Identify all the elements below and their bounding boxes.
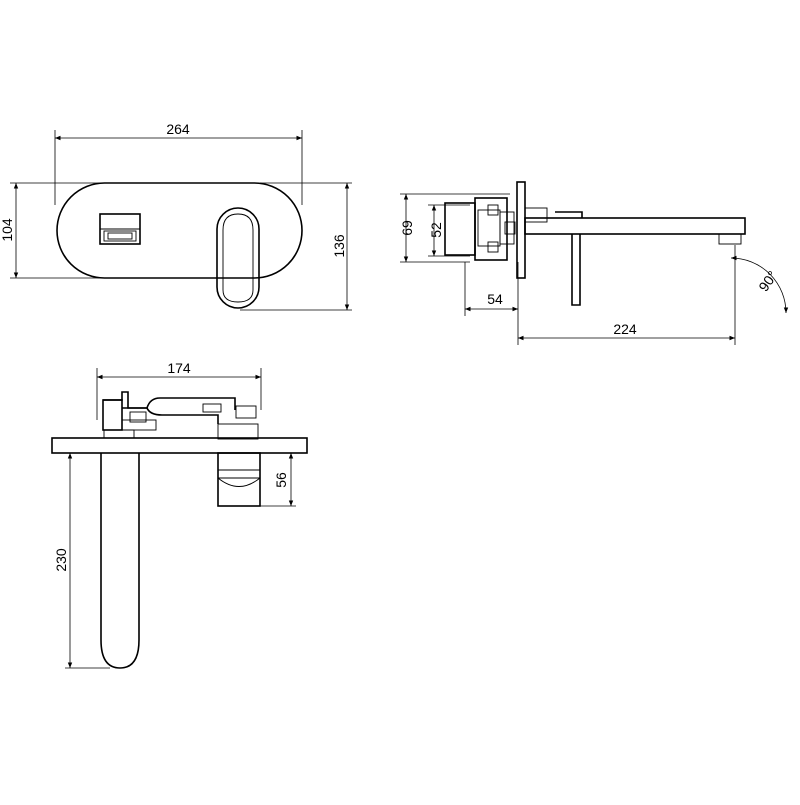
front-view: 264 104 136 <box>0 121 352 311</box>
plan-valve-body <box>102 391 259 440</box>
front-width-label: 264 <box>166 121 190 137</box>
side-body-height-label: 69 <box>399 220 415 236</box>
side-spout <box>524 207 746 245</box>
side-depth-label: 54 <box>487 291 503 307</box>
front-plate-height-label: 104 <box>0 218 15 242</box>
side-reach-label: 224 <box>613 321 637 337</box>
side-angle-label: 90° <box>755 268 780 295</box>
plan-plate <box>51 437 308 454</box>
plan-cartridge <box>217 452 261 507</box>
side-handle <box>555 211 583 306</box>
side-inner-height-label: 52 <box>428 222 444 238</box>
side-view: 69 52 54 224 90° <box>399 181 789 345</box>
front-outlet <box>99 213 141 245</box>
angle-arc <box>730 255 789 314</box>
plan-spout-length-label: 230 <box>53 548 69 572</box>
front-handle <box>216 207 260 309</box>
plan-width-label: 174 <box>167 360 191 376</box>
front-overall-height-label: 136 <box>331 234 347 258</box>
plan-spout <box>100 453 140 669</box>
side-valve-body <box>444 197 516 261</box>
plan-view: 174 56 230 <box>51 360 308 669</box>
front-plate <box>56 182 303 279</box>
plan-cartridge-height-label: 56 <box>273 472 289 488</box>
